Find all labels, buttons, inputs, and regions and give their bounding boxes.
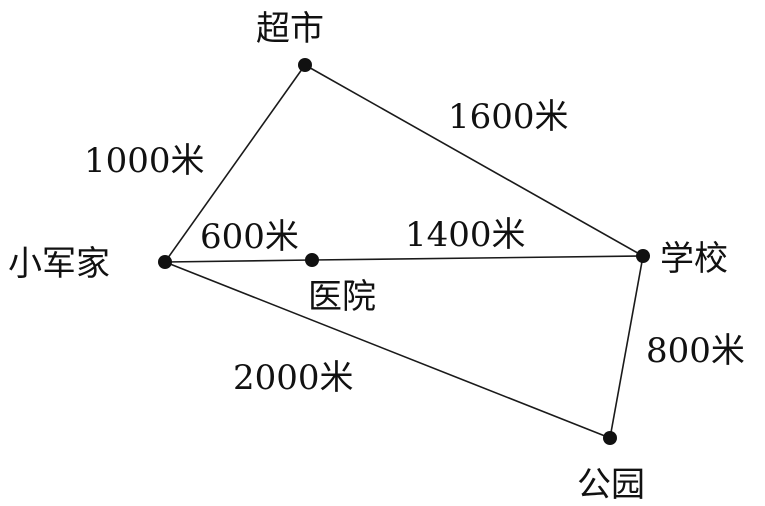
node-label-supermarket: 超市 [256, 9, 324, 49]
node-label-hospital: 医院 [308, 277, 376, 317]
edge-home-supermarket [164, 64, 306, 263]
edge-label-school-park: 800米 [646, 331, 745, 371]
node-dot-park [603, 431, 617, 445]
edge-home-park [164, 261, 611, 439]
node-dot-hospital [305, 253, 319, 267]
edge-label-home-supermarket: 1000米 [84, 141, 205, 181]
edge-hospital-school [311, 255, 644, 261]
node-dot-school [636, 249, 650, 263]
edge-school-park [609, 255, 644, 439]
edge-label-home-park: 2000米 [233, 358, 354, 398]
node-label-home: 小军家 [8, 244, 110, 284]
edge-supermarket-school [304, 64, 644, 257]
edge-label-supermarket-school: 1600米 [448, 97, 569, 137]
edge-label-hospital-school: 1400米 [405, 215, 526, 255]
edge-home-hospital [164, 259, 313, 263]
node-label-school: 学校 [660, 239, 728, 279]
node-dot-supermarket [298, 58, 312, 72]
edge-label-home-hospital: 600米 [200, 217, 299, 257]
node-dot-home [158, 255, 172, 269]
node-label-park: 公园 [577, 465, 645, 505]
